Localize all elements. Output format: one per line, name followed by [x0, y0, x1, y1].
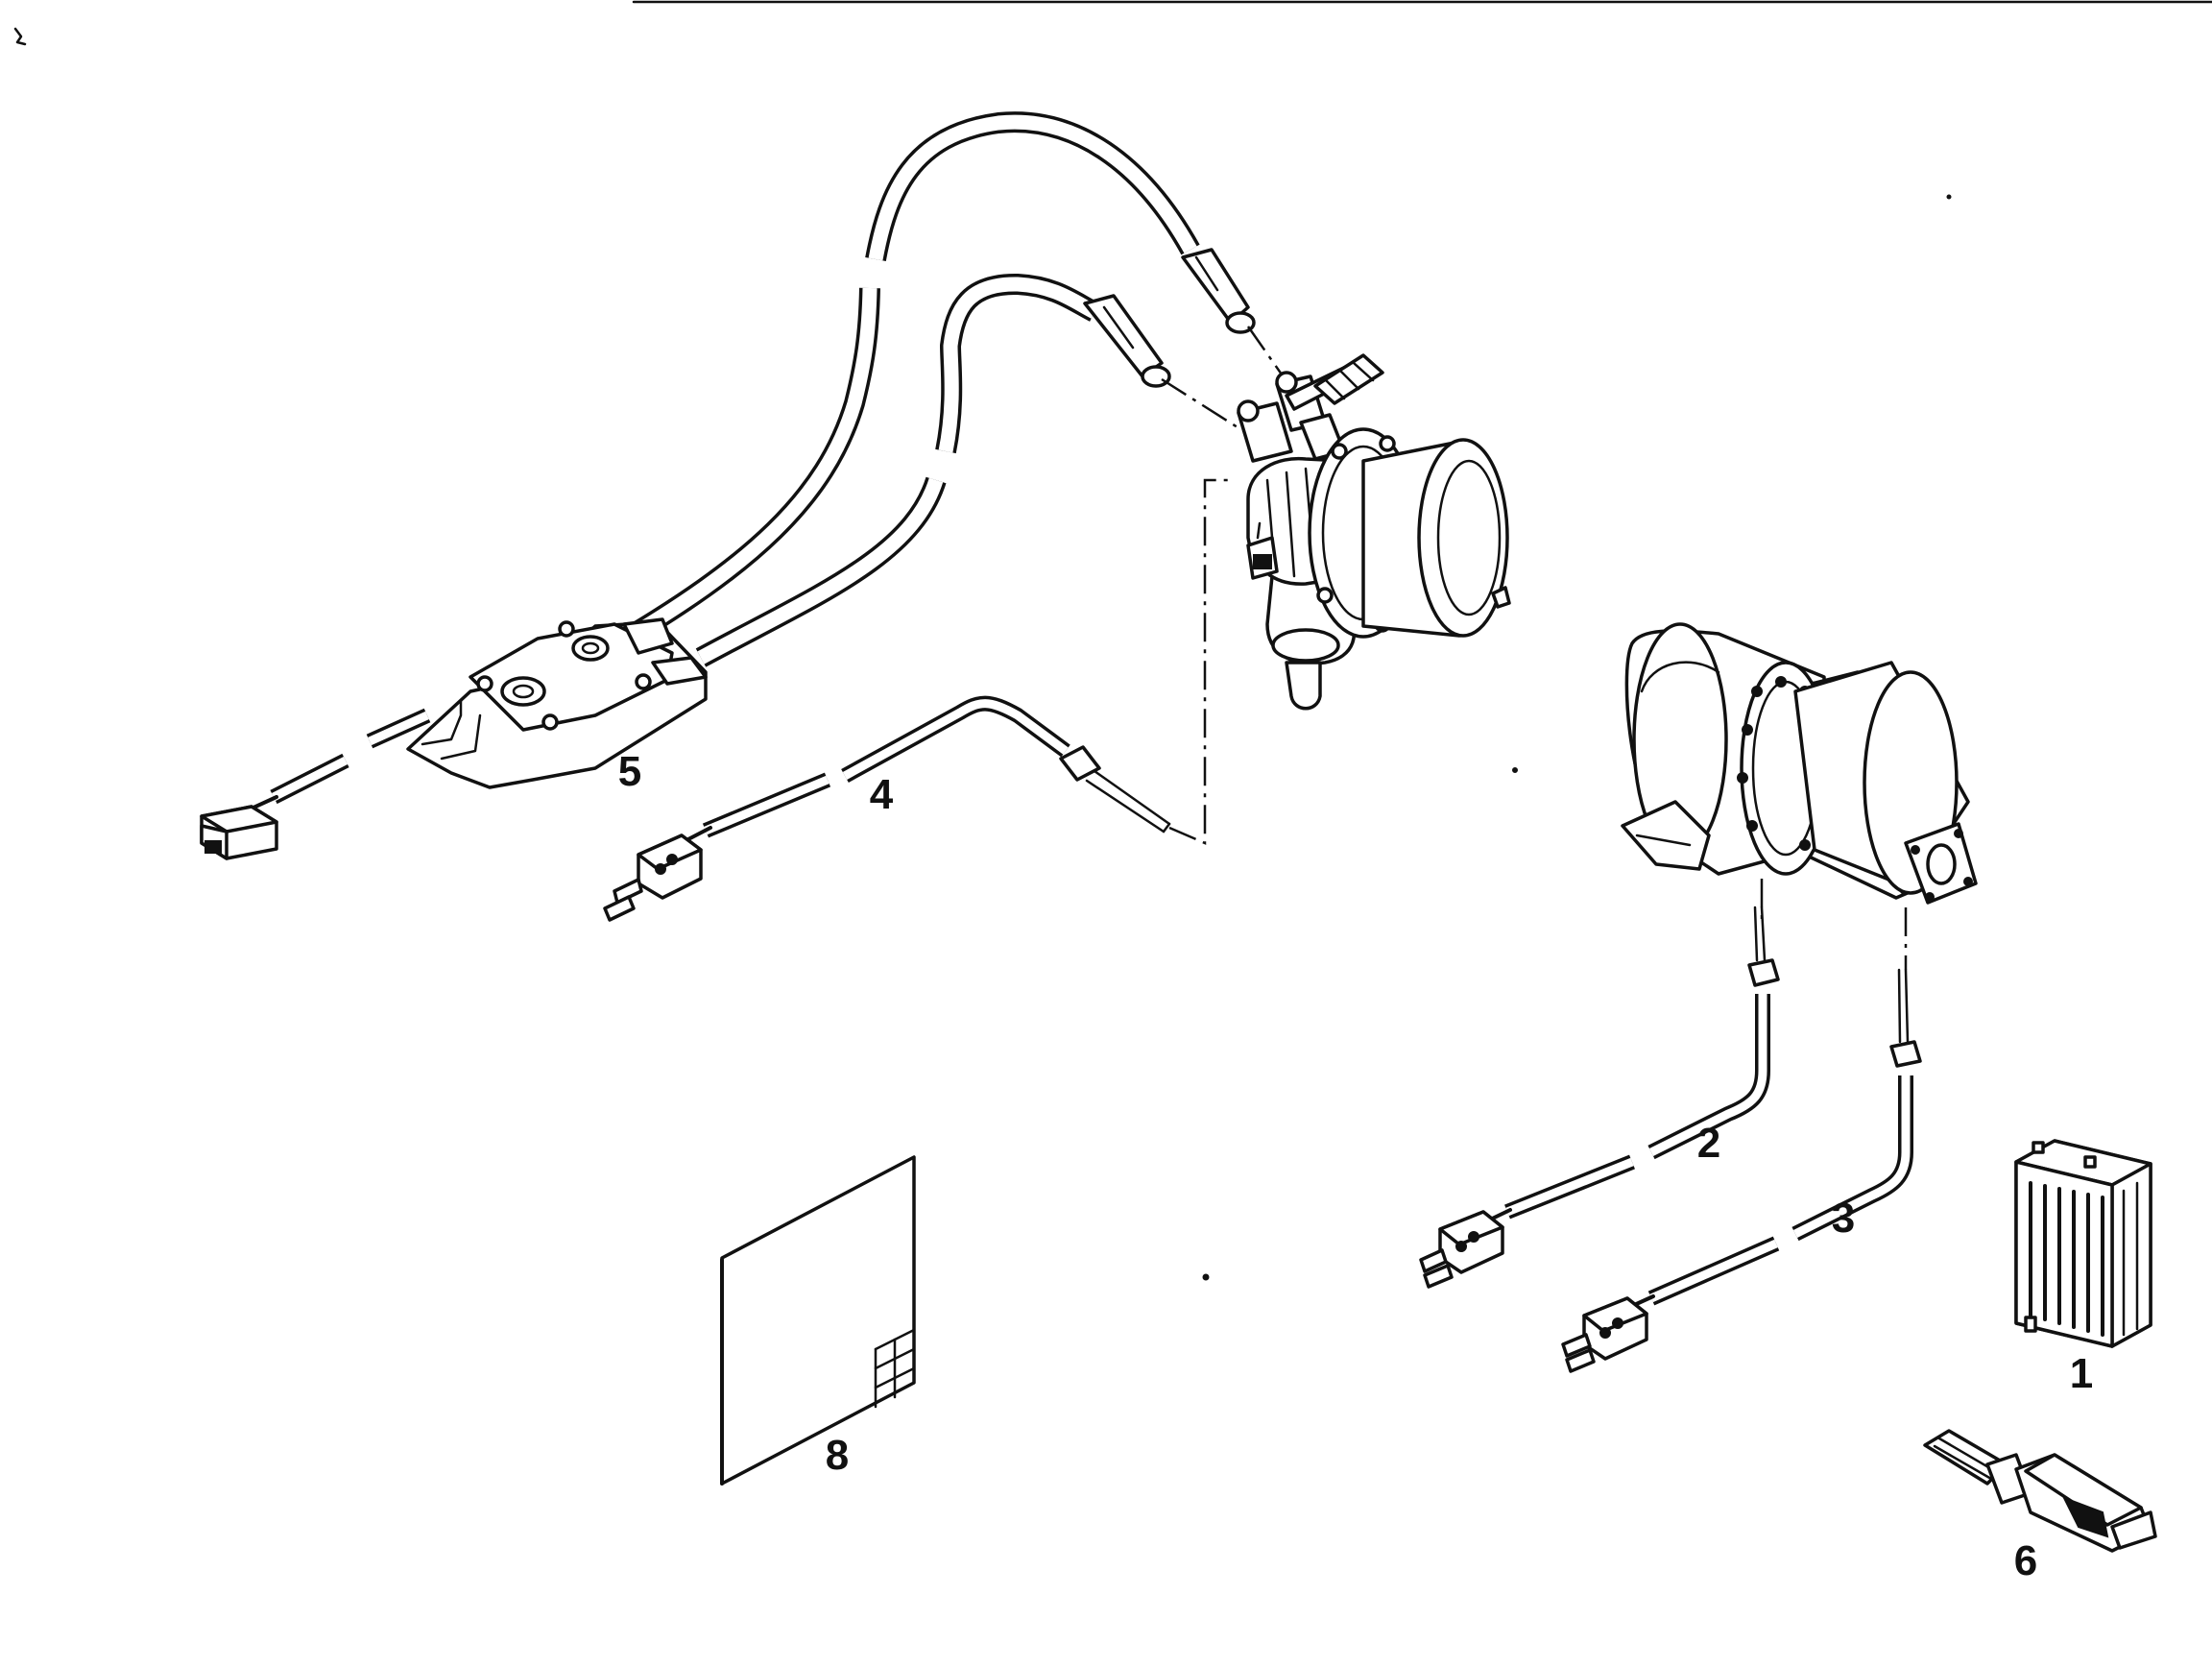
callout-1: 1	[2070, 1350, 2093, 1397]
document-8	[720, 1155, 916, 1486]
callout-2: 2	[1697, 1120, 1720, 1167]
temperature-sensor-3	[1561, 968, 1922, 1373]
heat-exchanger	[1621, 622, 1978, 905]
hose-connector-upper	[1181, 248, 1256, 334]
thermocouple-4	[603, 695, 1171, 922]
callout-5: 5	[618, 748, 641, 795]
callout-8: 8	[826, 1432, 849, 1479]
filter-block-1	[2014, 1139, 2152, 1348]
hose-upper	[609, 111, 1200, 655]
control-unit-assembly	[200, 111, 1256, 860]
callout-3: 3	[1832, 1195, 1855, 1242]
hose-lower	[695, 273, 1100, 667]
fuse-holder-6	[1923, 1429, 2157, 1553]
hose-connector-lower	[1083, 294, 1171, 388]
control-unit-plug	[200, 805, 278, 860]
control-unit-box	[406, 617, 708, 789]
callout-4: 4	[870, 771, 894, 818]
control-unit-cable	[228, 708, 431, 820]
leader-line-hoses	[1161, 377, 1249, 436]
temperature-sensor-2	[1419, 906, 1780, 1289]
leader-line-4	[1168, 478, 1234, 845]
burner-assembly	[1237, 353, 1511, 711]
callout-6: 6	[2014, 1537, 2037, 1584]
scan-marks	[13, 27, 1952, 1281]
